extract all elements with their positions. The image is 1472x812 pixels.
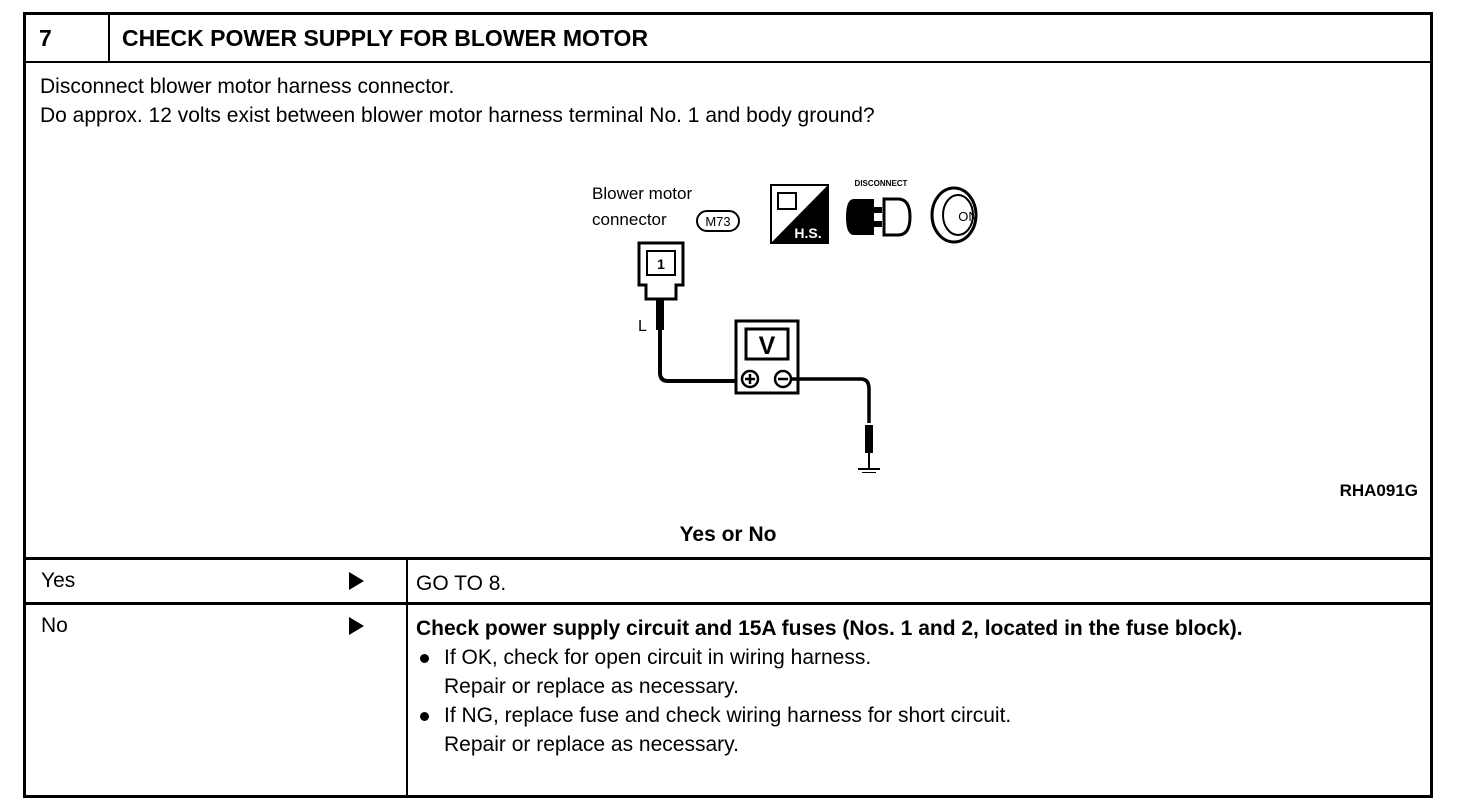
bullet-item: If NG, replace fuse and check wiring har…: [416, 701, 1420, 759]
ignition-on-icon: ON: [930, 186, 978, 244]
svg-text:ON: ON: [958, 209, 978, 224]
instruction-line: Disconnect blower motor harness connecto…: [40, 75, 455, 98]
step-title: CHECK POWER SUPPLY FOR BLOWER MOTOR: [122, 25, 649, 51]
svg-text:1: 1: [657, 256, 665, 272]
bullet-text: If NG, replace fuse and check wiring har…: [444, 704, 1012, 727]
step-number: 7: [26, 15, 110, 61]
condition-label: No: [41, 614, 68, 637]
instruction-line: Do approx. 12 volts exist between blower…: [40, 104, 875, 127]
condition-label: Yes: [41, 569, 76, 592]
bullet-icon: [420, 712, 429, 721]
bullet-text: If OK, check for open circuit in wiring …: [444, 646, 872, 669]
svg-text:V: V: [759, 332, 776, 360]
action-cell: GO TO 8.: [416, 569, 1420, 598]
negative-lead: [791, 377, 871, 423]
arrow-right-icon: [349, 572, 364, 590]
connector-id-badge: M73: [696, 210, 740, 232]
connector-label: Blower motor: [592, 184, 692, 203]
negative-probe: [865, 425, 873, 453]
wiring-diagram: Blower motor connector M73 H.S. DISCONNE…: [592, 179, 978, 473]
voltmeter: V: [734, 319, 800, 395]
result-row-yes: Yes GO TO 8.: [26, 560, 1430, 605]
wire-color-label: L: [638, 318, 647, 335]
action-cell: Check power supply circuit and 15A fuses…: [416, 614, 1420, 759]
bullet-text: Repair or replace as necessary.: [444, 675, 739, 698]
connector-label: connector: [592, 210, 667, 229]
harness-side-icon: H.S.: [770, 184, 829, 244]
result-row-no: No Check power supply circuit and 15A fu…: [26, 605, 1430, 795]
svg-text:H.S.: H.S.: [794, 225, 821, 241]
question-prompt: Yes or No: [679, 523, 777, 546]
action-text: GO TO 8.: [416, 572, 507, 595]
arrow-right-icon: [349, 617, 364, 635]
ground-symbol: [858, 453, 880, 473]
step-header: 7 CHECK POWER SUPPLY FOR BLOWER MOTOR: [26, 15, 1430, 63]
disconnect-icon: DISCONNECT: [846, 179, 912, 237]
bullet-text: Repair or replace as necessary.: [444, 733, 739, 756]
figure-code: RHA091G: [1339, 481, 1418, 500]
svg-text:DISCONNECT: DISCONNECT: [855, 179, 908, 188]
bullet-item: If OK, check for open circuit in wiring …: [416, 643, 1420, 701]
step-body: Disconnect blower motor harness connecto…: [26, 63, 1430, 560]
positive-lead: [658, 328, 736, 383]
svg-text:M73: M73: [705, 214, 730, 229]
positive-probe: [656, 298, 664, 330]
blower-motor-connector: 1: [637, 241, 685, 301]
condition-cell: No: [26, 605, 408, 795]
action-text: Check power supply circuit and 15A fuses…: [416, 617, 1243, 640]
condition-cell: Yes: [26, 560, 408, 602]
bullet-icon: [420, 654, 429, 663]
diagnostic-step-table: 7 CHECK POWER SUPPLY FOR BLOWER MOTOR Di…: [23, 12, 1433, 798]
